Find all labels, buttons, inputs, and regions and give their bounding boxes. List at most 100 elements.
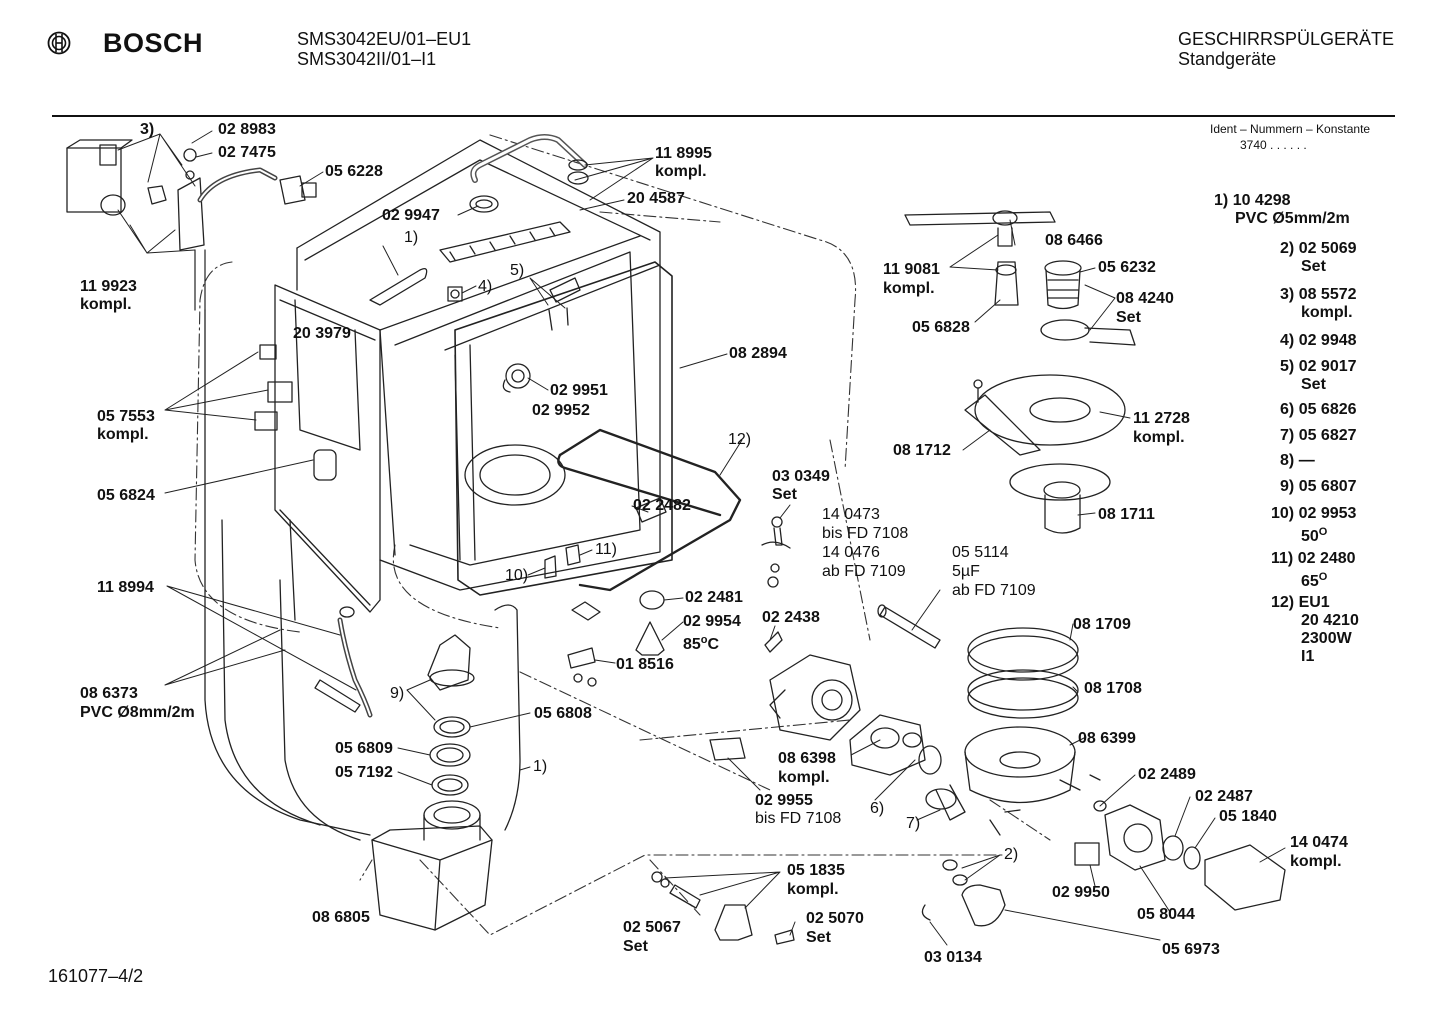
legend-mark: 10) bbox=[1271, 505, 1295, 522]
part-label-118994: 11 8994 bbox=[97, 579, 154, 596]
part-label-119081-kompl: kompl. bbox=[883, 280, 935, 297]
part-label-118995-kompl: kompl. bbox=[655, 163, 707, 180]
marker-2: 2) bbox=[1004, 846, 1019, 863]
part-label-027475: 02 7475 bbox=[218, 144, 276, 161]
model-number-2: SMS3042II/01–I1 bbox=[297, 49, 437, 69]
legend-value: 02 9017 bbox=[1298, 358, 1357, 375]
part-label-025070: 02 5070 bbox=[806, 910, 864, 927]
part-label-081711: 08 1711 bbox=[1098, 506, 1155, 523]
motor-note-4: ab FD 7109 bbox=[822, 563, 906, 580]
legend-mark: 9) bbox=[1280, 478, 1295, 495]
part-label-056828: 05 6828 bbox=[912, 319, 970, 336]
part-label-112728: 11 2728 bbox=[1133, 410, 1190, 427]
document-number: 161077–4/2 bbox=[48, 966, 144, 986]
marker-1a: 1) bbox=[404, 229, 419, 246]
ident-value: 3740 . . . . . . bbox=[1240, 138, 1307, 152]
capacitor-note-2: 5µF bbox=[952, 563, 980, 580]
part-label-025070-set: Set bbox=[806, 929, 831, 946]
part-label-025067: 02 5067 bbox=[623, 919, 681, 936]
degree-icon: o bbox=[700, 634, 708, 646]
legend-row-12-note: 20 4210 bbox=[1301, 612, 1359, 629]
part-label-119923-kompl: kompl. bbox=[80, 296, 132, 313]
part-label-030349: 03 0349 bbox=[772, 468, 830, 485]
part-label-056824: 05 6824 bbox=[97, 487, 155, 504]
part-label-057192: 05 7192 bbox=[335, 764, 393, 781]
marker-12: 12) bbox=[728, 431, 752, 448]
temp-85-unit: C bbox=[707, 636, 720, 653]
legend-value: 02 5069 bbox=[1298, 240, 1357, 257]
ident-label: Ident – Nummern – Konstante bbox=[1210, 122, 1371, 136]
header-divider bbox=[52, 115, 1395, 117]
part-label-118995: 11 8995 bbox=[655, 145, 712, 162]
part-label-025067-set: Set bbox=[623, 938, 648, 955]
marker-10: 10) bbox=[505, 567, 529, 584]
part-label-057553-kompl: kompl. bbox=[97, 426, 149, 443]
legend-value: 05 6826 bbox=[1298, 401, 1357, 418]
capacitor-note-1: 05 5114 bbox=[952, 544, 1009, 561]
legend-row-11-note: 65O bbox=[1301, 568, 1327, 591]
legend-value: EU1 bbox=[1298, 594, 1330, 611]
part-label-086373: 08 6373 bbox=[80, 685, 138, 702]
marker-3: 3) bbox=[140, 121, 155, 138]
capacitor-note-3: ab FD 7109 bbox=[952, 582, 1036, 599]
part-label-029951: 02 9951 bbox=[550, 382, 608, 399]
legend-row-3: 3) 08 5572 bbox=[1280, 286, 1357, 304]
legend-row-8: 8) — bbox=[1280, 452, 1315, 470]
marker-6: 6) bbox=[870, 800, 885, 817]
category-subtitle: Standgeräte bbox=[1178, 49, 1277, 69]
part-label-086398: 08 6398 bbox=[778, 750, 836, 767]
part-label-084240: 08 4240 bbox=[1116, 290, 1174, 307]
part-label-058044: 05 8044 bbox=[1137, 906, 1195, 923]
legend-value: 08 5572 bbox=[1298, 286, 1357, 303]
part-label-119923: 11 9923 bbox=[80, 278, 137, 295]
legend-mark: 4) bbox=[1280, 332, 1295, 349]
part-label-022487: 02 2487 bbox=[1195, 788, 1253, 805]
part-label-056808: 05 6808 bbox=[534, 705, 592, 722]
part-label-056232: 05 6232 bbox=[1098, 259, 1156, 276]
motor-note-2: bis FD 7108 bbox=[822, 525, 909, 542]
motor-note-1: 14 0473 bbox=[822, 506, 880, 523]
legend-mark: 11) bbox=[1271, 550, 1294, 567]
legend-value: 02 2480 bbox=[1297, 550, 1356, 567]
legend-value: — bbox=[1298, 452, 1315, 469]
legend-value: 02 9953 bbox=[1298, 505, 1357, 522]
part-label-081708: 08 1708 bbox=[1084, 680, 1142, 697]
legend-note: 65 bbox=[1301, 573, 1319, 590]
part-label-029952: 02 9952 bbox=[532, 402, 590, 419]
part-label-029955-note: bis FD 7108 bbox=[755, 810, 842, 827]
temp-85-value: 85 bbox=[683, 636, 701, 653]
part-label-140474: 14 0474 bbox=[1290, 834, 1348, 851]
part-label-022438: 02 2438 bbox=[762, 609, 820, 626]
part-label-086399: 08 6399 bbox=[1078, 730, 1136, 747]
part-label-112728-kompl: kompl. bbox=[1133, 429, 1185, 446]
marker-7: 7) bbox=[906, 815, 921, 832]
marker-9: 9) bbox=[390, 685, 405, 702]
legend-mark: 7) bbox=[1280, 427, 1295, 444]
part-label-086373-note: PVC Ø8mm/2m bbox=[80, 704, 195, 721]
category-title: GESCHIRRSPÜLGERÄTE bbox=[1178, 29, 1395, 49]
part-label-029954: 02 9954 bbox=[683, 613, 741, 630]
legend-row-2-note: Set bbox=[1301, 258, 1326, 275]
part-label-051840: 05 1840 bbox=[1219, 808, 1277, 825]
legend-row-11: 11) 02 2480 bbox=[1271, 550, 1356, 568]
legend-mark: 8) bbox=[1280, 452, 1295, 469]
part-label-057553: 05 7553 bbox=[97, 408, 155, 425]
legend-mark: 2) bbox=[1280, 240, 1295, 257]
part-label-022489: 02 2489 bbox=[1138, 766, 1196, 783]
part-label-140474-kompl: kompl. bbox=[1290, 853, 1342, 870]
part-label-018516: 01 8516 bbox=[616, 656, 674, 673]
legend-row-9: 9) 05 6807 bbox=[1280, 478, 1357, 496]
part-label-022481: 02 2481 bbox=[685, 589, 743, 606]
legend-row-5-note: Set bbox=[1301, 376, 1326, 393]
part-label-051835-kompl: kompl. bbox=[787, 881, 839, 898]
marker-5: 5) bbox=[510, 262, 525, 279]
legend-mark: 12) bbox=[1271, 594, 1295, 611]
part-label-204587: 20 4587 bbox=[627, 190, 685, 207]
legend-value: 10 4298 bbox=[1232, 192, 1291, 209]
legend-mark: 6) bbox=[1280, 401, 1295, 418]
part-label-029947: 02 9947 bbox=[382, 207, 440, 224]
part-label-086466: 08 6466 bbox=[1045, 232, 1103, 249]
part-label-029950: 02 9950 bbox=[1052, 884, 1110, 901]
legend-row-12: 12) EU1 bbox=[1271, 594, 1330, 612]
